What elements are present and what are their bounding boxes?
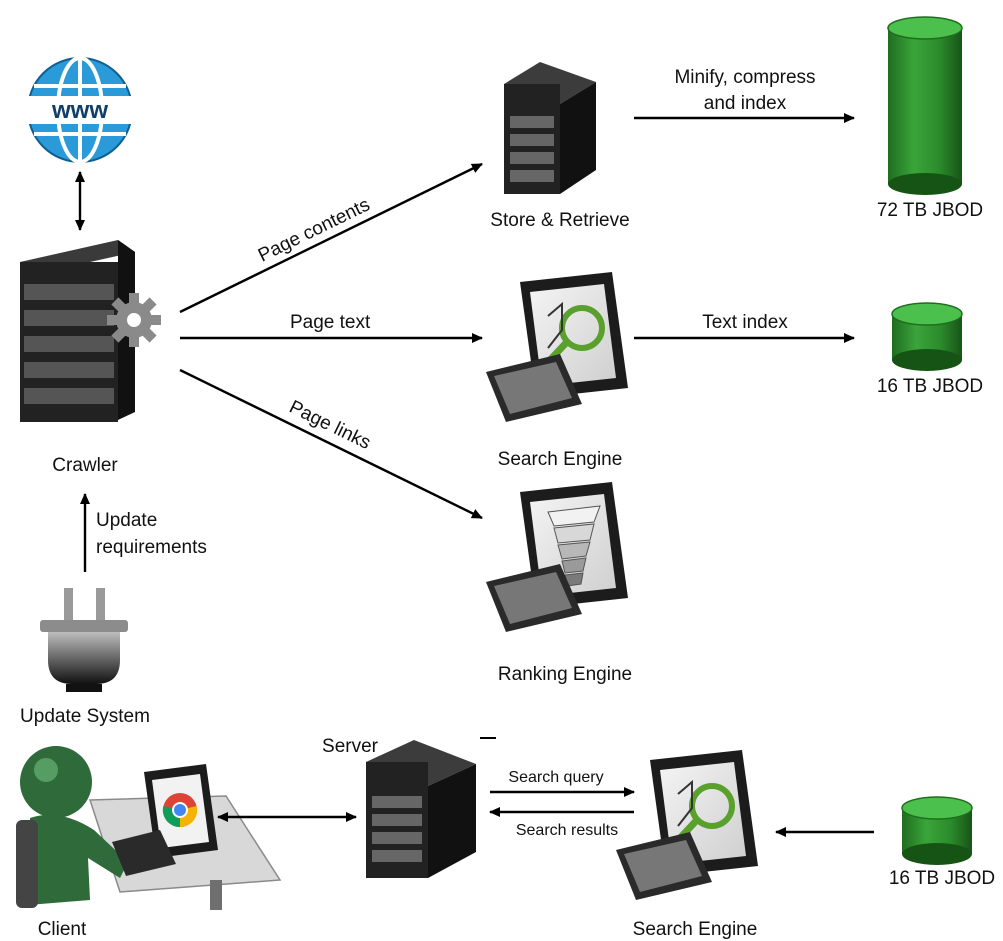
text-index-label: Text index	[702, 312, 788, 333]
store-retrieve-label: Store & Retrieve	[490, 210, 629, 231]
crawler-label: Crawler	[52, 455, 118, 476]
page-contents-label: Page contents	[255, 194, 373, 266]
update-system-label: Update System	[20, 706, 150, 727]
search-engine-top-label: Search Engine	[498, 449, 623, 470]
jbod-72tb-label: 72 TB JBOD	[877, 200, 983, 221]
jbod-16tb-bottom-label: 16 TB JBOD	[889, 868, 995, 889]
update-requirements-line2: requirements	[96, 537, 207, 558]
jbod-16tb-bottom-cylinder-icon	[901, 796, 973, 865]
page-text-label: Page text	[290, 312, 371, 333]
search-engine-bottom-label: Search Engine	[633, 919, 758, 940]
jbod-72tb-cylinder-icon	[887, 16, 963, 195]
gear-icon	[107, 293, 161, 347]
update-requirements-line1: Update	[96, 510, 157, 531]
page-links-label: Page links	[286, 397, 374, 454]
minify-line2: and index	[704, 93, 787, 114]
chrome-browser-icon	[162, 793, 198, 828]
jbod-16tb-top-label: 16 TB JBOD	[877, 376, 983, 397]
server-label: Server	[322, 736, 379, 757]
www-globe-icon: www	[26, 56, 134, 164]
search-engine-computer-icon	[486, 272, 628, 422]
client-person-icon	[16, 746, 282, 910]
search-query-label: Search query	[508, 769, 603, 786]
jbod-16tb-top-cylinder-icon	[891, 302, 963, 371]
arrow-page-contents	[179, 162, 483, 314]
server-icon	[366, 740, 476, 878]
search-engine-bottom-computer-icon	[616, 750, 758, 900]
ranking-engine-label: Ranking Engine	[498, 664, 632, 685]
www-label: www	[51, 97, 108, 124]
minify-line1: Minify, compress	[674, 67, 815, 88]
search-results-label: Search results	[516, 822, 618, 839]
store-retrieve-server-icon	[504, 62, 596, 194]
arrow-page-links	[179, 368, 483, 520]
plug-icon	[40, 588, 128, 692]
ranking-engine-computer-icon	[486, 482, 628, 632]
client-label: Client	[38, 919, 87, 940]
